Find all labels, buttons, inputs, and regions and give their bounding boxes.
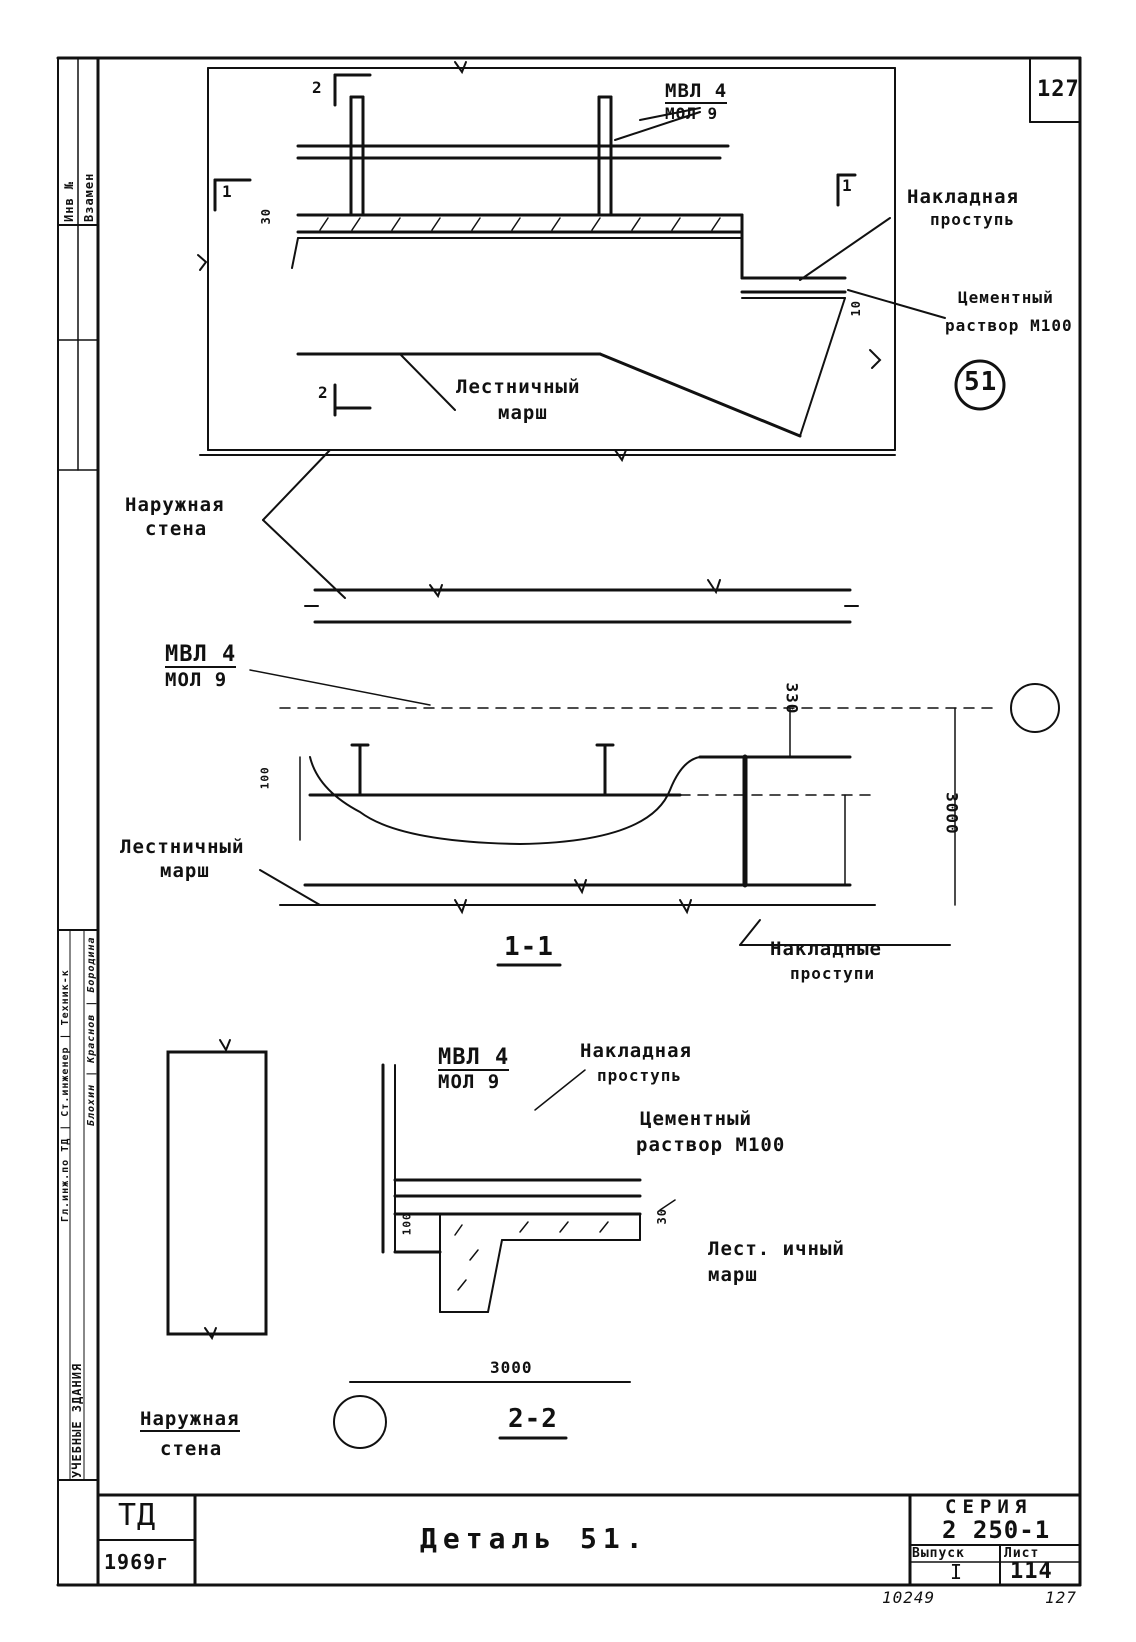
roles-label: Гл.инж.по ТД | Ст.инженер | Техник-к [60, 969, 71, 1222]
sheet-number-top: 127 [1037, 77, 1080, 102]
series-value: 2 250-1 [942, 1516, 1051, 1544]
issue-value: I [950, 1560, 964, 1584]
label-overlays-s1-2: проступи [790, 964, 876, 983]
label-overlay-s2-1: Накладная [580, 1040, 692, 1062]
archive-stamp: 10249 [882, 1588, 936, 1607]
label-flight-s2-2: марш [708, 1264, 758, 1286]
dim-30-plan: 30 [258, 208, 273, 225]
sheet-number-bottom: 127 [1045, 1588, 1077, 1607]
section-mark-2-top: 2 [312, 78, 323, 97]
label-overlays-s1-1: Накладные [770, 938, 882, 960]
dim-3000-s2: 3000 [490, 1358, 533, 1377]
label-mol9-s1: МОЛ 9 [165, 669, 228, 691]
label-flight-s1-2: марш [160, 860, 210, 882]
label-flight-plan-1: Лестничный [456, 376, 581, 398]
label-overlay-plan-1: Накладная [907, 186, 1019, 208]
organization-label: УЧЕБНЫЕ ЗДАНИЯ [70, 1362, 84, 1478]
label-mortar-plan-1: Цементный [958, 288, 1054, 307]
dim-30-s2: 30 [654, 1208, 669, 1225]
label-mbl4-plan: МВЛ 4 [665, 80, 728, 104]
signatures-label: Блохин | Краснов | Бородина [86, 936, 97, 1126]
label-wall-1-1: Наружная [125, 494, 225, 516]
label-mbl4-s2: МВЛ 4 [438, 1045, 510, 1072]
label-overlay-plan-2: проступь [930, 210, 1016, 229]
label-wall-1-2: стена [145, 518, 208, 540]
label-mol9-plan: МОЛ 9 [665, 104, 719, 123]
label-mol9-s2: МОЛ 9 [438, 1071, 501, 1093]
label-mortar-s2-1: Цементный [640, 1108, 752, 1130]
label-flight-s1-1: Лестничный [120, 836, 245, 858]
sheet-value: 114 [1010, 1559, 1053, 1584]
section-1-title: 1-1 [504, 932, 554, 962]
section-mark-2-bottom: 2 [318, 383, 329, 402]
dim-3000-s1: 3000 [942, 792, 962, 835]
sheet-label: Лист [1004, 1546, 1040, 1561]
label-overlay-s2-2: проступь [597, 1066, 683, 1085]
label-flight-plan-2: марш [498, 402, 548, 424]
dim-100-s2: 100 [400, 1212, 414, 1236]
section-mark-1-right: 1 [842, 176, 853, 195]
dim-330: 330 [782, 682, 802, 715]
label-mortar-s2-2: раствор М100 [636, 1134, 786, 1156]
label-flight-s2-1: Лест. ичный [708, 1238, 845, 1260]
section-2-title: 2-2 [508, 1404, 558, 1434]
org-code: ТД [118, 1498, 157, 1533]
label-mbl4-s1: МВЛ 4 [165, 642, 237, 669]
section-mark-1-left: 1 [222, 182, 233, 201]
series-label: СЕРИЯ [945, 1496, 1033, 1518]
drawing-title: Деталь 51. [420, 1522, 649, 1555]
label-wall-s2-1: Наружная [140, 1408, 240, 1432]
label-mortar-plan-2: раствор М100 [945, 316, 1073, 335]
label-wall-s2-2: стена [160, 1438, 223, 1460]
vzamen-label: Взамен [82, 172, 96, 222]
year: 1969г [104, 1550, 170, 1574]
dim-100-s1: 100 [258, 766, 272, 790]
inv-no-label: Инв № [62, 180, 76, 222]
dim-10-plan: 10 [848, 300, 863, 317]
detail-number: 51 [964, 367, 998, 397]
issue-label: Выпуск [912, 1546, 965, 1561]
